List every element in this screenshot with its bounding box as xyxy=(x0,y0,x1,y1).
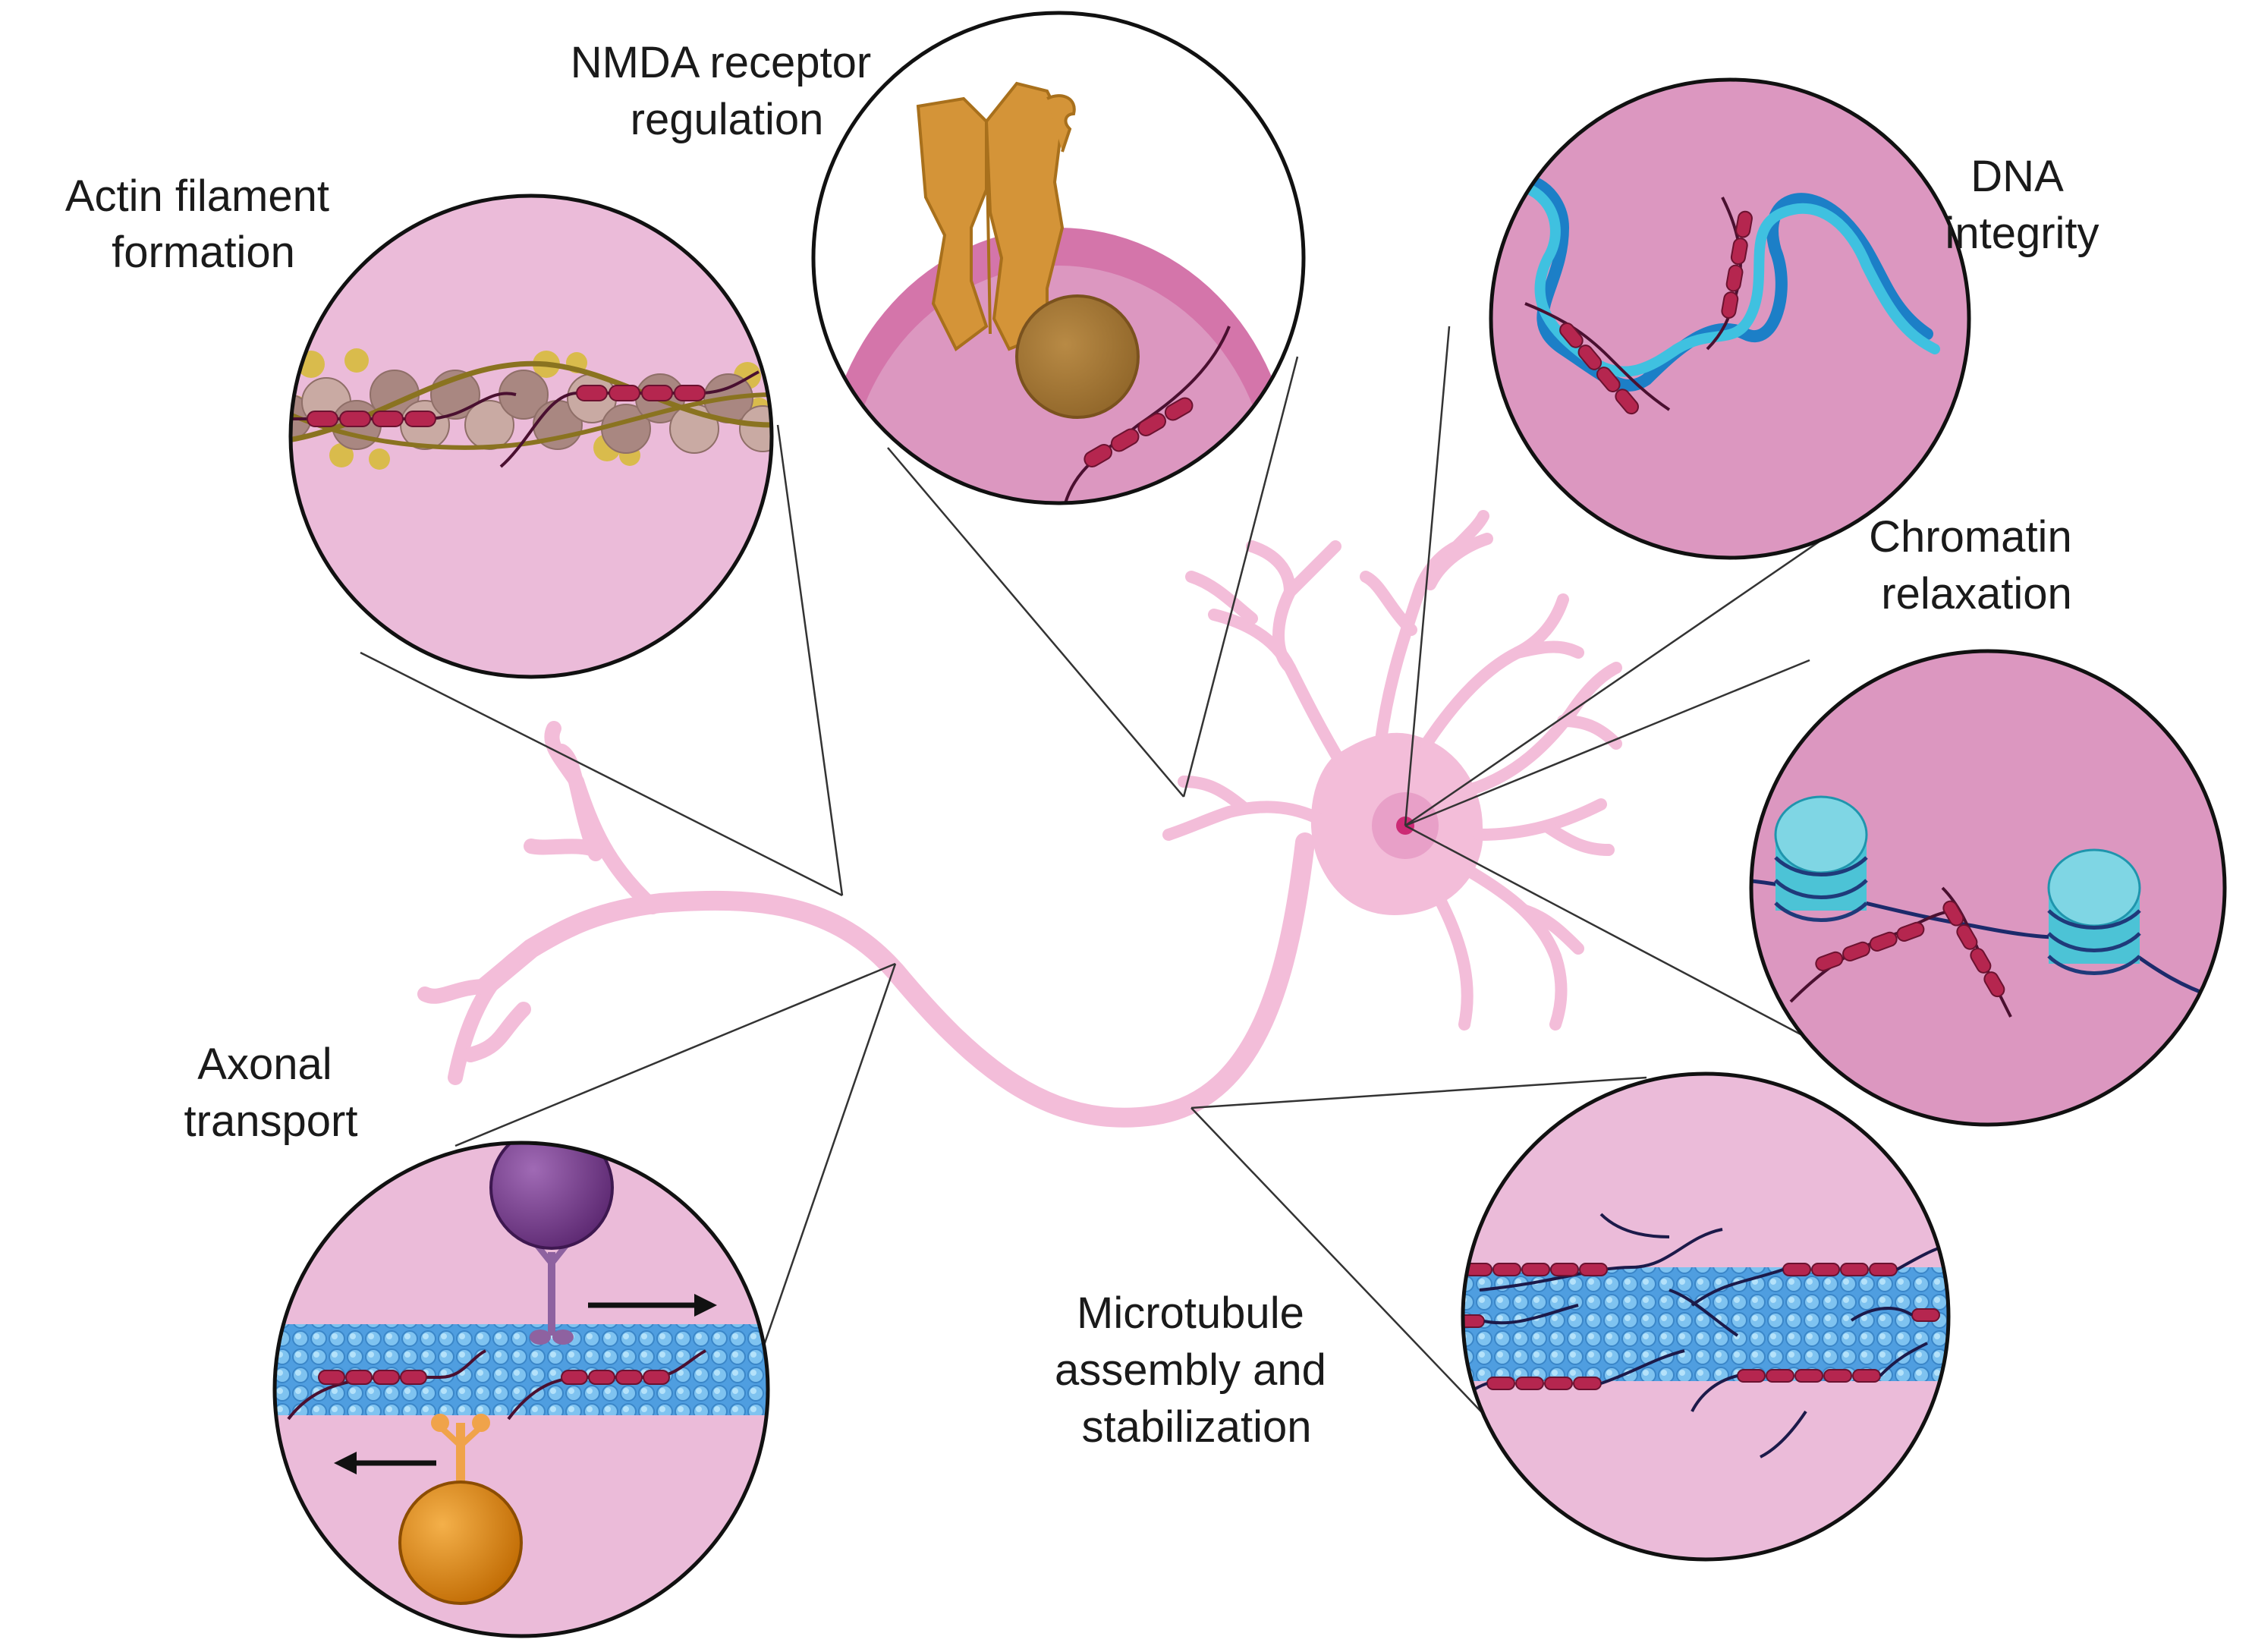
axon-terminals xyxy=(417,721,660,1085)
ligand-sphere xyxy=(1015,294,1140,419)
nucleosome-icon xyxy=(1774,795,1868,922)
actin-strand-2 xyxy=(291,392,772,450)
arrow-left-icon xyxy=(334,1452,436,1474)
tau-strand xyxy=(1479,1228,1723,1292)
vesicle-cargo-2 xyxy=(398,1481,523,1605)
label-actin: Actin filament formation xyxy=(65,171,341,277)
microtubule-inset xyxy=(1461,1071,1951,1562)
nmda-receptor-icon xyxy=(916,81,1076,352)
arrow-right-icon xyxy=(588,1294,717,1317)
nmda-inset xyxy=(811,11,1306,505)
tau-protein-2 xyxy=(561,1370,670,1385)
label-axonal: Axonal transport xyxy=(184,1040,358,1146)
tau-protein xyxy=(1084,397,1194,467)
dna-strand-light xyxy=(1491,178,1940,377)
label-nmda: NMDA receptor regulation xyxy=(571,38,884,144)
tau-protein-2 xyxy=(576,385,706,401)
tau-protein xyxy=(307,411,436,427)
tau-protein xyxy=(1815,921,1925,971)
dynein-motor xyxy=(489,1143,614,1345)
neuron xyxy=(417,510,1622,1128)
dna-inset xyxy=(1489,77,1971,560)
actin-inset xyxy=(288,194,774,679)
chromatin-inset xyxy=(1749,649,2227,1127)
tau-protein xyxy=(318,1370,427,1385)
dendrites xyxy=(1162,510,1622,1031)
microtubule xyxy=(1463,1267,1948,1381)
label-chromatin: Chromatin relaxation xyxy=(1869,512,2084,618)
tau-strand xyxy=(1061,326,1231,503)
vesicle-cargo xyxy=(489,1143,614,1250)
axon xyxy=(476,832,1315,1128)
nucleosome-icon-2 xyxy=(2047,848,2141,975)
tau-protein-2 xyxy=(1942,900,2005,998)
axonal-transport-inset xyxy=(272,1141,770,1638)
tau-protein xyxy=(1559,322,1639,415)
tau-strands xyxy=(1463,1213,1948,1458)
tau-protein-2 xyxy=(1721,210,1753,319)
tau-strand xyxy=(1524,302,1671,411)
kinesin-motor xyxy=(398,1414,523,1605)
label-dna: DNA integrity xyxy=(1945,152,2099,258)
label-microtubule: Microtubule assembly and stabilization xyxy=(1055,1289,1338,1452)
